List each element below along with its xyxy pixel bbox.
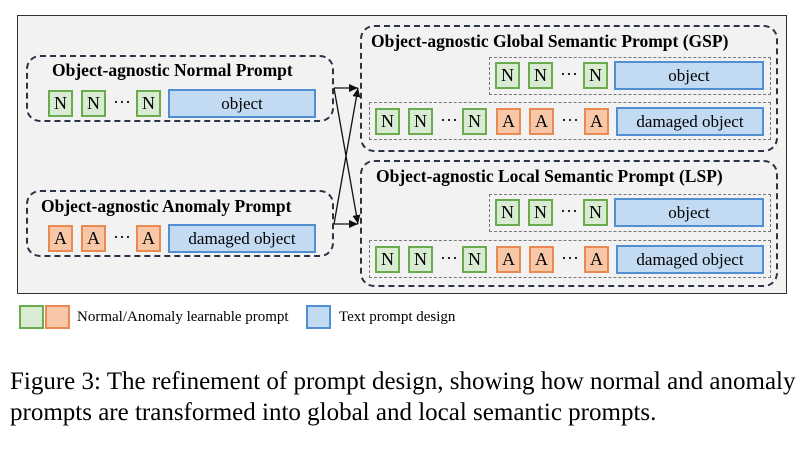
- normal-token: N: [375, 108, 400, 135]
- normal-token: N: [136, 90, 161, 117]
- normal-token: N: [495, 62, 520, 89]
- normal-token: N: [408, 246, 433, 273]
- lsp-normal-row-box: [489, 194, 771, 232]
- text-prompt-object: object: [614, 61, 764, 90]
- anomaly-token: A: [496, 108, 521, 135]
- anomaly-token: A: [48, 225, 73, 252]
- legend-text-design-label: Text prompt design: [339, 309, 456, 325]
- legend-text-swatch: [306, 305, 331, 329]
- ellipsis: ···: [561, 110, 579, 130]
- normal-token: N: [81, 90, 106, 117]
- text-prompt-object: object: [614, 198, 764, 227]
- normal-token: N: [462, 108, 487, 135]
- legend-normal-swatch: [19, 305, 44, 329]
- anomaly-token: A: [584, 108, 609, 135]
- anomaly-token: A: [136, 225, 161, 252]
- normal-token: N: [375, 246, 400, 273]
- normal-token: N: [48, 90, 73, 117]
- legend-learnable-label: Normal/Anomaly learnable prompt: [77, 309, 289, 325]
- normal-token: N: [583, 62, 608, 89]
- normal-token: N: [528, 62, 553, 89]
- normal-token: N: [528, 199, 553, 226]
- normal-prompt-title: Object-agnostic Normal Prompt: [52, 60, 293, 80]
- normal-token: N: [408, 108, 433, 135]
- text-prompt-damaged-object: damaged object: [616, 107, 764, 136]
- anomaly-token: A: [81, 225, 106, 252]
- anomaly-prompt-title: Object-agnostic Anomaly Prompt: [41, 196, 292, 216]
- figure-caption: Figure 3: The refinement of prompt desig…: [10, 368, 796, 426]
- normal-token: N: [583, 199, 608, 226]
- ellipsis: ···: [561, 248, 579, 268]
- ellipsis: ···: [113, 227, 131, 247]
- gsp-title: Object-agnostic Global Semantic Prompt (…: [371, 31, 729, 51]
- ellipsis: ···: [560, 64, 578, 84]
- normal-prompt-box: [26, 55, 334, 122]
- legend-anomaly-swatch: [45, 305, 70, 329]
- arrow-anomaly-to-gsp: [333, 87, 361, 225]
- ellipsis: ···: [560, 201, 578, 221]
- anomaly-token: A: [584, 246, 609, 273]
- ellipsis: ···: [440, 248, 458, 268]
- text-prompt-damaged-object: damaged object: [616, 245, 764, 274]
- gsp-box: [360, 25, 778, 152]
- ellipsis: ···: [440, 110, 458, 130]
- anomaly-token: A: [496, 246, 521, 273]
- anomaly-token: A: [529, 246, 554, 273]
- anomaly-token: A: [529, 108, 554, 135]
- lsp-box: [360, 160, 778, 287]
- ellipsis: ···: [113, 92, 131, 112]
- gsp-anomaly-row-box: [369, 102, 771, 140]
- text-prompt-damaged-object: damaged object: [168, 224, 316, 253]
- gsp-normal-row-box: [489, 57, 771, 95]
- normal-token: N: [495, 199, 520, 226]
- normal-token: N: [462, 246, 487, 273]
- lsp-title: Object-agnostic Local Semantic Prompt (L…: [376, 166, 723, 186]
- lsp-anomaly-row-box: [369, 240, 771, 278]
- anomaly-prompt-box: [26, 190, 334, 257]
- text-prompt-object: object: [168, 89, 316, 118]
